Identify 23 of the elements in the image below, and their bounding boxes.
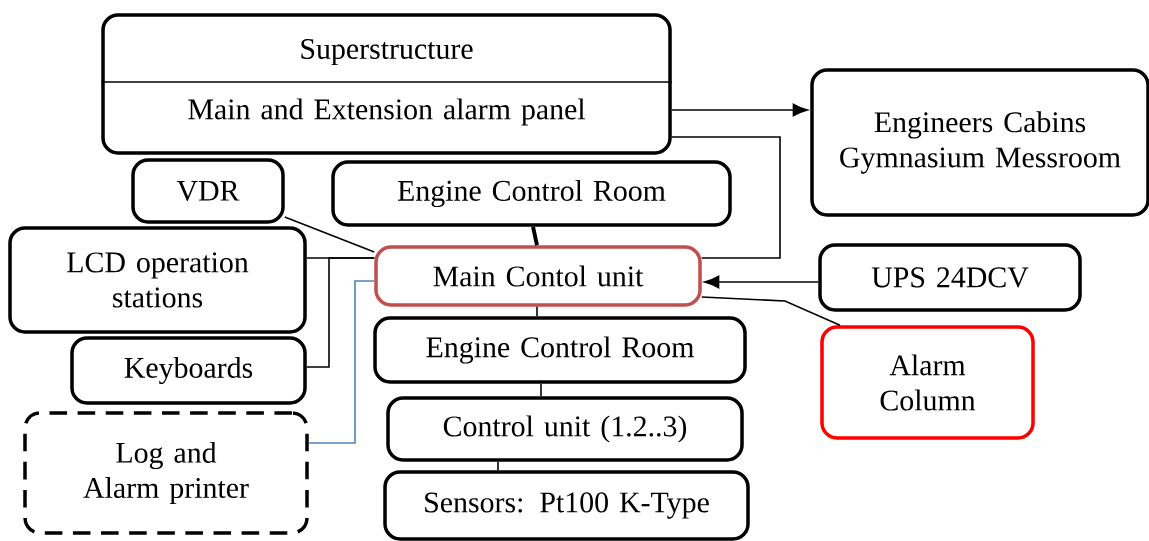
room-box: Engine Control Room [373,316,747,384]
arrow [671,103,808,117]
device-box: Keyboards [70,336,307,405]
connector-line [671,136,781,259]
connector-line [283,216,376,253]
connector-line [540,382,542,398]
connector-line [305,257,376,368]
power-supply-box: UPS 24DCV [818,243,1082,312]
control-unit-box: Control unit (1.2..3) [386,396,744,462]
connector-line [531,226,539,246]
device-box: LCD operation stations [8,226,307,334]
printer-box: Log and Alarm printer [23,411,309,535]
device-box: VDR [131,158,285,224]
control-unit-box: Main Contol unit [374,245,702,307]
room-box: Engine Control Room [331,160,732,227]
alarm-column-box: Alarm Column [820,325,1035,440]
connector-line [497,460,499,472]
panel-box: Superstructure Main and Extension alarm panel [100,13,673,155]
connector-line [307,280,376,444]
arrow [704,275,820,289]
connector-line [536,305,538,318]
sensor-box: Sensors: Pt100 K-Type [383,470,750,541]
location-box: Engineers Cabins Gymnasium Messroom [810,68,1149,217]
